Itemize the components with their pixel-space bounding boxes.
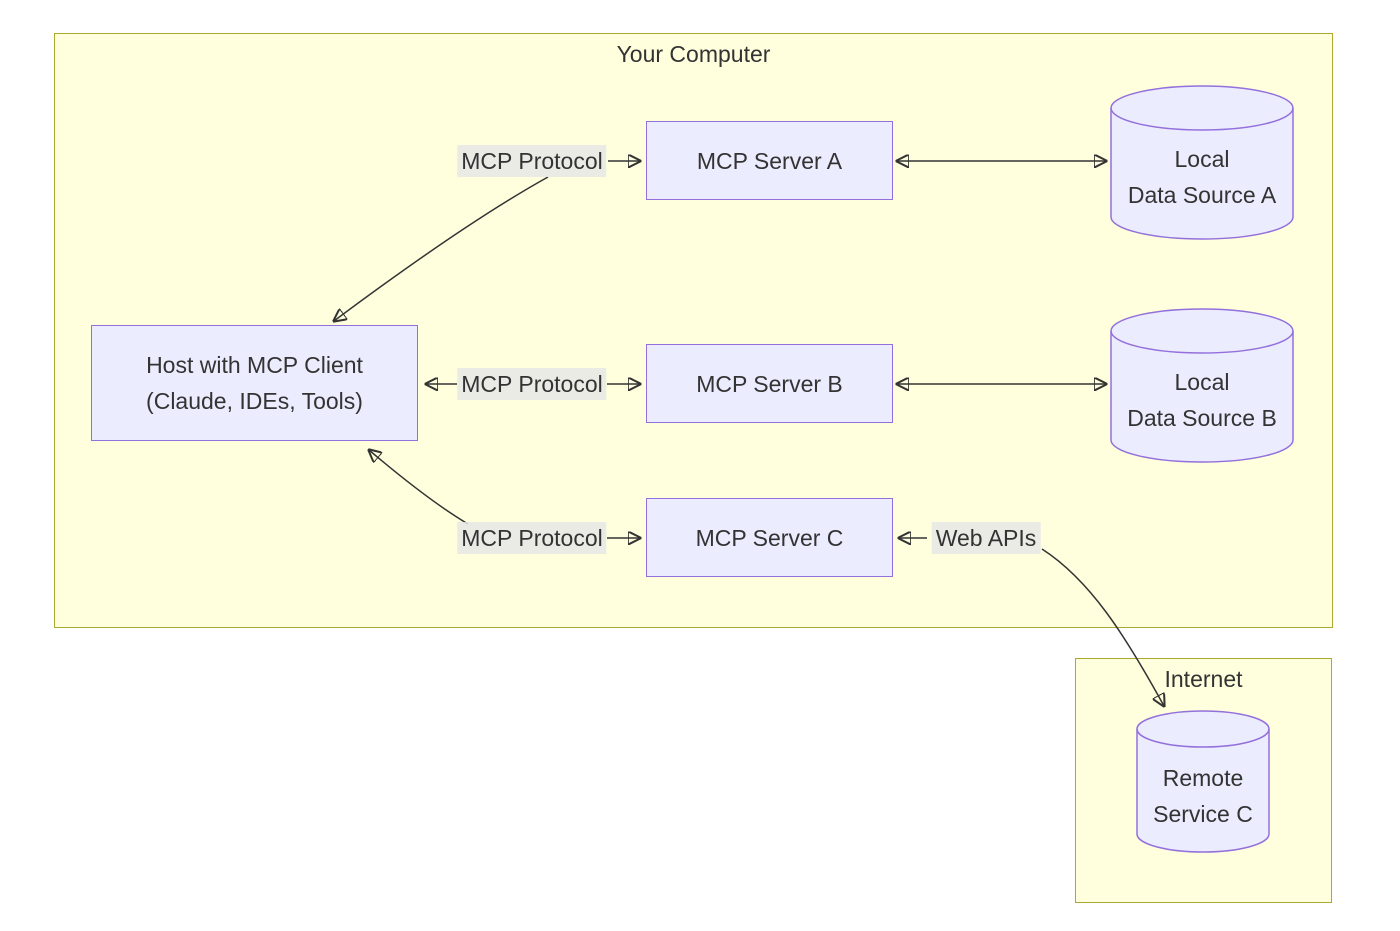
edge-label-web-apis: Web APIs <box>931 522 1041 554</box>
edge-label-mcp-protocol-b: MCP Protocol <box>457 368 607 400</box>
data-source-b-label-line2: Data Source B <box>1127 405 1277 431</box>
edge-label-mcp-protocol-a: MCP Protocol <box>457 145 607 177</box>
node-host-label-line2: (Claude, IDEs, Tools) <box>146 388 363 414</box>
node-mcp-server-c-label: MCP Server C <box>695 524 844 551</box>
data-source-a-label-line2: Data Source A <box>1127 182 1277 208</box>
node-mcp-server-a: MCP Server A <box>646 121 893 200</box>
cylinder-shape <box>1110 85 1294 240</box>
remote-service-c-label-line1: Remote <box>1162 765 1244 791</box>
cylinder-shape <box>1110 308 1294 463</box>
node-mcp-server-b-label: MCP Server B <box>696 370 843 397</box>
node-host-label-line1: Host with MCP Client <box>146 352 363 378</box>
edge-label-mcp-protocol-c: MCP Protocol <box>457 522 607 554</box>
data-source-b-label-line1: Local <box>1174 369 1230 395</box>
node-host-with-mcp-client: Host with MCP Client (Claude, IDEs, Tool… <box>91 325 418 441</box>
database-cylinder-remote-service-c: Remote Service C <box>1136 710 1270 853</box>
node-mcp-server-a-label: MCP Server A <box>696 147 843 174</box>
cluster-your-computer-title: Your Computer <box>616 41 771 67</box>
database-cylinder-local-data-source-b: Local Data Source B <box>1110 308 1294 463</box>
database-cylinder-local-data-source-a: Local Data Source A <box>1110 85 1294 240</box>
cluster-internet-title: Internet <box>1164 666 1243 692</box>
remote-service-c-label-line2: Service C <box>1153 801 1253 827</box>
data-source-a-label-line1: Local <box>1174 146 1230 172</box>
node-mcp-server-c: MCP Server C <box>646 498 893 577</box>
cylinder-shape <box>1136 710 1270 853</box>
node-mcp-server-b: MCP Server B <box>646 344 893 423</box>
